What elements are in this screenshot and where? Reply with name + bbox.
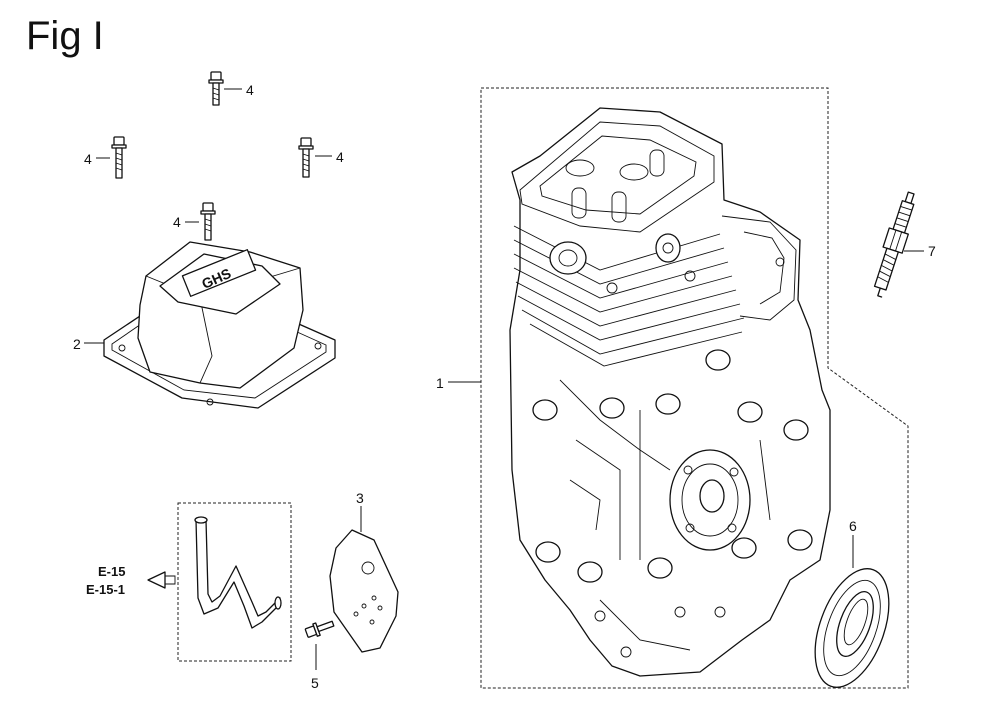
callout-part-4-right: 4 (336, 149, 344, 165)
callout-part-4-top: 4 (246, 82, 254, 98)
crankcase-part[interactable] (509, 107, 831, 677)
oil-seal-part[interactable] (801, 559, 904, 697)
breather-tube-group-box (177, 502, 292, 662)
callout-part-5: 5 (311, 675, 319, 691)
bolt-icon-lower[interactable] (200, 202, 216, 241)
callout-part-2: 2 (73, 336, 81, 352)
bolt-icon-top[interactable] (208, 71, 224, 106)
valve-cover-part[interactable]: GHS (103, 241, 336, 409)
callout-part-4-lower: 4 (173, 214, 181, 230)
reference-e15-1[interactable]: E-15-1 (86, 582, 126, 597)
callout-part-4-left: 4 (84, 151, 92, 167)
reference-arrow-icon[interactable] (147, 571, 166, 589)
spark-plug-part[interactable] (868, 190, 920, 299)
bolt-icon-right[interactable] (298, 137, 314, 178)
reference-e15[interactable]: E-15 (98, 564, 126, 579)
callout-part-6: 6 (849, 518, 857, 534)
bolt-icon-small[interactable] (304, 618, 335, 640)
breather-tube-part[interactable] (194, 516, 282, 629)
breather-plate-part[interactable] (329, 529, 399, 653)
figure-title: Fig I (26, 14, 104, 58)
callout-part-3: 3 (356, 490, 364, 506)
crankcase-assembly-box (480, 87, 909, 689)
bolt-icon-left[interactable] (111, 136, 127, 179)
callout-part-1: 1 (436, 375, 444, 391)
callout-part-7: 7 (928, 243, 936, 259)
